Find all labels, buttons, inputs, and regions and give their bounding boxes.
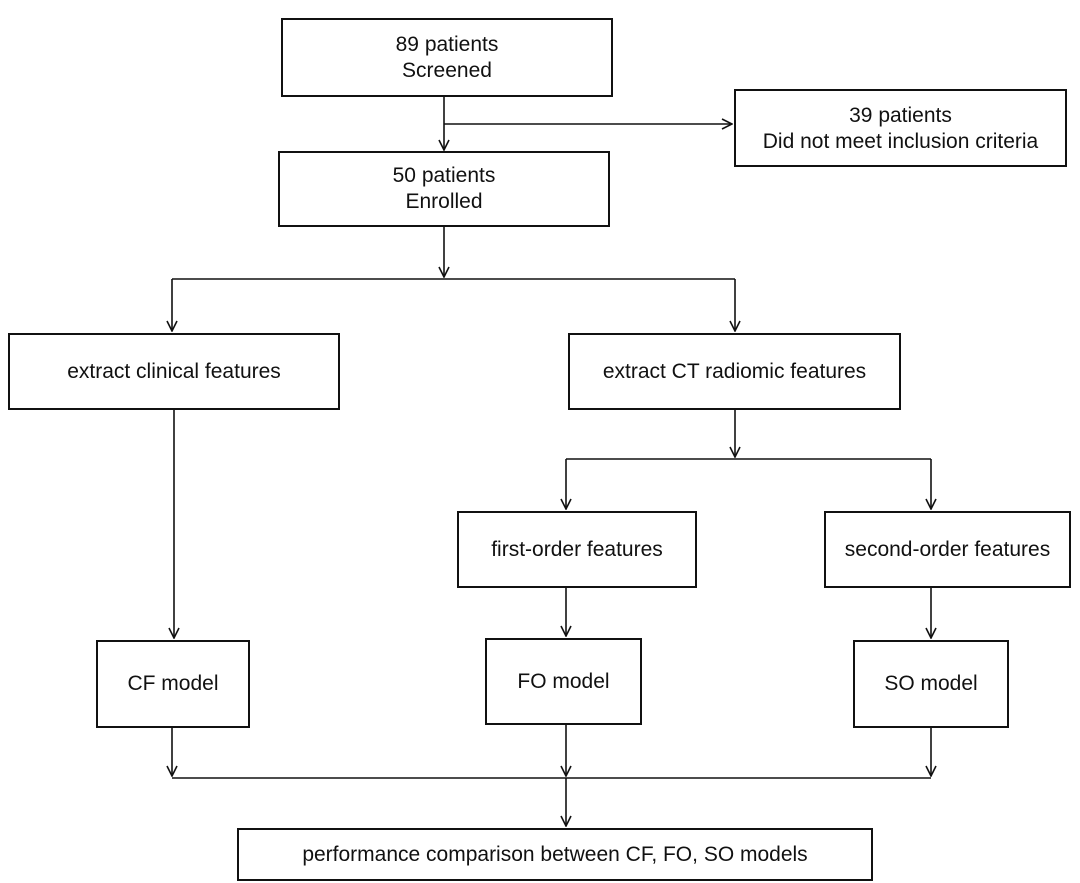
ct-features-label: extract CT radiomic features	[602, 359, 867, 383]
node-performance-comparison: performance comparison between CF, FO, S…	[237, 828, 873, 881]
comparison-label: performance comparison between CF, FO, S…	[302, 842, 808, 866]
cf-model-label: CF model	[127, 672, 219, 695]
second-order-label: second-order features	[844, 537, 1051, 561]
excluded-count: 39 patients	[849, 104, 952, 127]
node-excluded: 39 patients Did not meet inclusion crite…	[734, 89, 1067, 167]
node-ct-radiomic-features: extract CT radiomic features	[568, 333, 901, 410]
node-clinical-features: extract clinical features	[8, 333, 340, 410]
node-so-model: SO model	[853, 640, 1009, 728]
so-model-label: SO model	[884, 672, 978, 695]
fo-model-label: FO model	[517, 669, 610, 693]
excluded-label: Did not meet inclusion criteria	[762, 130, 1039, 153]
node-first-order-features: first-order features	[457, 511, 697, 588]
enrolled-label: Enrolled	[405, 190, 483, 213]
node-cf-model: CF model	[96, 640, 250, 728]
node-enrolled: 50 patients Enrolled	[278, 151, 610, 227]
node-screened: 89 patients Screened	[281, 18, 613, 97]
clinical-features-label: extract clinical features	[67, 359, 281, 383]
node-fo-model: FO model	[485, 638, 642, 725]
first-order-label: first-order features	[491, 537, 663, 561]
screened-label: Screened	[402, 58, 492, 82]
screened-count: 89 patients	[395, 32, 499, 56]
node-second-order-features: second-order features	[824, 511, 1071, 588]
enrolled-count: 50 patients	[392, 164, 496, 187]
